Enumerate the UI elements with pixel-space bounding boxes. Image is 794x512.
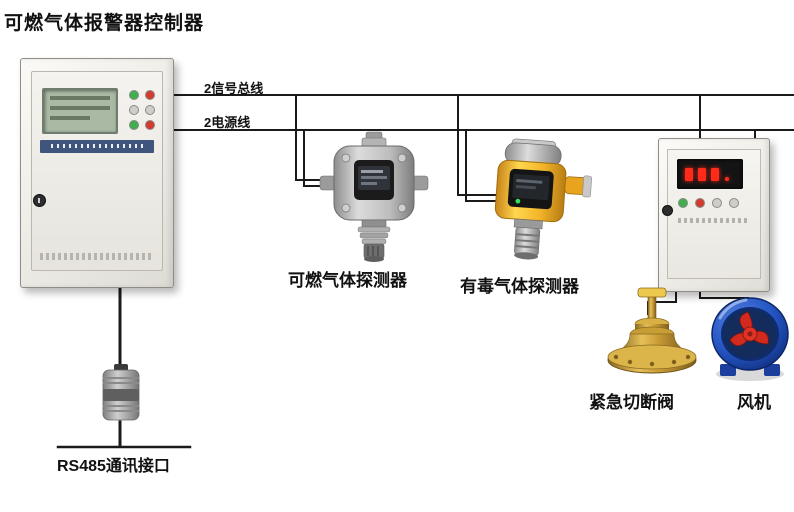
controller-lcd-screen (42, 88, 118, 134)
toxic-detector-label: 有毒气体探测器 (460, 277, 579, 296)
valve-base-flange (607, 344, 697, 374)
power-line-label: 2电源线 (204, 115, 251, 130)
emergency-shutoff-valve (607, 287, 697, 374)
control-box-led-display (677, 159, 743, 189)
rs485-interface-label: RS485通讯接口 (57, 458, 170, 475)
control-box-front-panel (667, 149, 761, 279)
signal-bus-label: 2信号总线 (204, 81, 264, 96)
toxic-detector-body (494, 159, 567, 223)
toxic-gas-detector (494, 138, 592, 260)
detector-sensor-stem (357, 219, 391, 262)
toxic-detector-cap (504, 138, 562, 167)
control-box-buttons (678, 198, 739, 208)
diagram-title: 可燃气体报警器控制器 (4, 13, 205, 34)
secondary-control-box (658, 138, 770, 292)
fan-label: 风机 (737, 393, 771, 412)
fan-impeller (729, 311, 769, 347)
fan-highlight (718, 298, 748, 320)
detector-display-window (354, 160, 394, 200)
rs485-body (102, 369, 140, 421)
controller-lock-icon (33, 194, 46, 207)
fan-feet (720, 364, 780, 376)
toxic-detector-side-port (564, 175, 592, 198)
rs485-module (102, 364, 140, 421)
toxic-detector-sensor-stem (513, 218, 543, 260)
control-box-text-row (678, 218, 750, 223)
detector-conduit-hub (361, 131, 387, 148)
controller-info-strip (40, 253, 154, 260)
shutoff-valve-label: 紧急切断阀 (589, 393, 674, 412)
controller-front-panel (31, 71, 163, 271)
exhaust-fan (711, 297, 789, 381)
controller-buttons (129, 90, 155, 130)
controller-nameplate (40, 140, 154, 153)
control-box-lock-icon (662, 205, 673, 216)
combustible-detector-label: 可燃气体探测器 (288, 271, 407, 290)
gas-alarm-controller (20, 58, 174, 288)
combustible-gas-detector (319, 131, 429, 262)
valve-stem (637, 287, 667, 323)
